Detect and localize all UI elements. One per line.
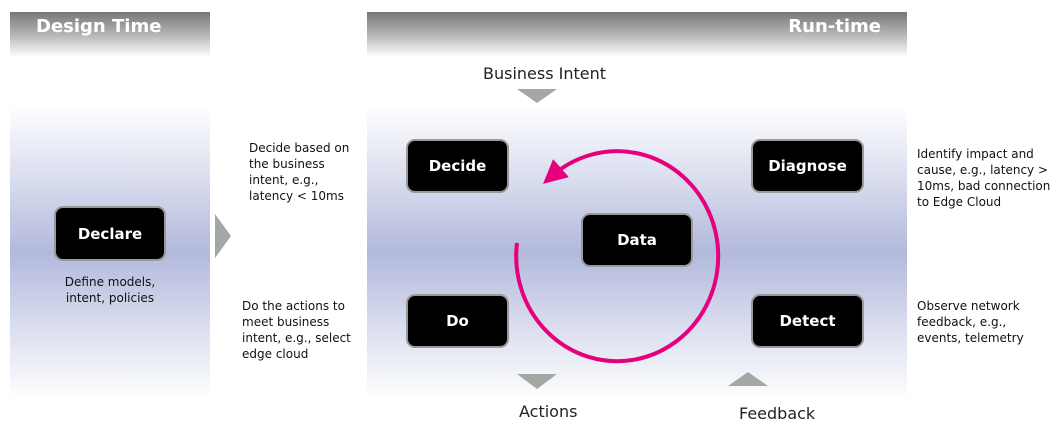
right-chevron-icon bbox=[215, 214, 231, 258]
actions-down-arrow-icon bbox=[517, 374, 557, 389]
feedback-label: Feedback bbox=[739, 404, 816, 423]
design-time-header: Design Time bbox=[10, 12, 210, 57]
business-intent-down-arrow-icon bbox=[517, 89, 557, 103]
decide-box: Decide bbox=[406, 139, 509, 193]
diagnose-box: Diagnose bbox=[751, 139, 864, 193]
run-time-title: Run-time bbox=[788, 16, 881, 37]
diagnose-note: Identify impact and cause, e.g., latency… bbox=[917, 147, 1051, 209]
decide-note: Decide based on the business intent, e.g… bbox=[249, 141, 350, 203]
design-time-title: Design Time bbox=[36, 16, 162, 37]
feedback-up-arrow-icon bbox=[728, 372, 768, 386]
declare-note: Define models, intent, policies bbox=[64, 275, 156, 305]
do-box: Do bbox=[406, 294, 509, 348]
do-note: Do the actions to meet business intent, … bbox=[242, 299, 351, 361]
detect-box: Detect bbox=[751, 294, 864, 348]
business-intent-label: Business Intent bbox=[483, 64, 607, 83]
declare-box: Declare bbox=[54, 206, 166, 261]
data-box: Data bbox=[581, 213, 693, 267]
run-time-header: Run-time bbox=[367, 12, 907, 57]
detect-note: Observe network feedback, e.g., events, … bbox=[917, 299, 1024, 345]
actions-label: Actions bbox=[519, 402, 578, 421]
cycle-arrow-path bbox=[514, 149, 721, 364]
